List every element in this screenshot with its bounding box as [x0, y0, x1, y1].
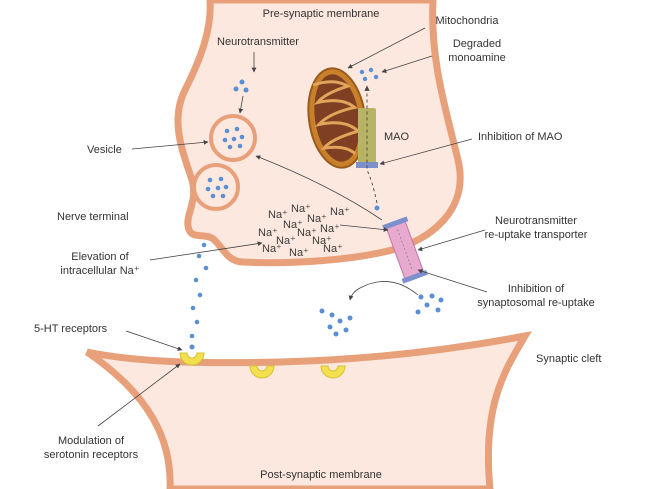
receptor-3	[320, 365, 346, 379]
vesicle-arrow	[131, 140, 209, 150]
neurotransmitter-label: Neurotransmitter	[217, 36, 299, 48]
synaptosomal-curve-arrow	[348, 281, 419, 301]
sodium-ion: Na⁺	[276, 235, 296, 247]
sodium-ion: Na⁺	[307, 213, 327, 225]
sodium-ion: Na⁺	[268, 209, 288, 221]
sodium-ion: Na⁺	[323, 243, 343, 255]
receptor-1	[179, 344, 205, 366]
receptors-arrow	[125, 330, 183, 351]
reuptake-to-vesicle-arrow	[255, 155, 383, 221]
receptors-label: 5-HT receptors	[34, 323, 108, 335]
sodium-ion: Na⁺	[291, 203, 311, 215]
neurotransmitter-arrow-2	[238, 95, 244, 114]
nerve-terminal-label: Nerve terminal	[57, 211, 129, 223]
mitochondrion	[307, 67, 367, 169]
reuptake-label-line2: re-uptake transporter	[485, 229, 588, 241]
degraded-label-line2: monoamine	[448, 52, 505, 64]
transporter-arrow	[417, 229, 486, 252]
elevation-arrow	[149, 241, 263, 261]
degraded-arrow	[381, 55, 433, 73]
sodium-ion: Na⁺	[297, 227, 317, 239]
pre-membrane-label: Pre-synaptic membrane	[263, 8, 380, 20]
vesicle-label: Vesicle	[87, 144, 122, 156]
degraded-label-line1: Degraded	[453, 38, 501, 50]
inhibition-mao-label: Inhibition of MAO	[478, 131, 563, 143]
receptor-2	[249, 365, 275, 379]
synaptosomal-label-line1: Inhibition of	[508, 283, 565, 295]
sodium-ion: Na⁺	[262, 243, 282, 255]
mitochondria-label: Mitochondria	[436, 15, 500, 27]
released-neurotransmitter-stream	[189, 242, 209, 339]
modulation-arrow	[97, 363, 181, 427]
degraded-monoamine-dots	[359, 67, 379, 82]
modulation-label-line2: serotonin receptors	[44, 449, 139, 461]
synaptosomal-label-line2: synaptosomal re-uptake	[477, 297, 594, 309]
postsynaptic-terminal	[85, 331, 532, 489]
post-membrane-label: Post-synaptic membrane	[260, 469, 382, 481]
sodium-ion: Na⁺	[283, 219, 303, 231]
modulation-label-line1: Modulation of	[58, 435, 125, 447]
sodium-ion: Na⁺	[320, 223, 340, 235]
sodium-ion: Na⁺	[258, 227, 278, 239]
cleft-label: Synaptic cleft	[536, 353, 601, 365]
reuptake-transporter	[382, 216, 428, 284]
elevation-label-line2: intracellular Na⁺	[60, 265, 139, 277]
elevation-label-line1: Elevation of	[71, 251, 129, 263]
sodium-ion: Na⁺	[330, 206, 350, 218]
cleft-neurotransmitter-right	[415, 293, 444, 315]
mitochondria-arrow	[347, 27, 426, 69]
cleft-neurotransmitter-middle	[319, 308, 353, 337]
neurotransmitter-molecules	[233, 79, 249, 93]
sodium-ions: Na⁺ Na⁺ Na⁺ Na⁺ Na⁺ Na⁺ Na⁺ Na⁺ Na⁺ Na⁺ …	[258, 203, 350, 259]
mao-arrow	[379, 138, 473, 166]
vesicle-top	[209, 114, 257, 162]
sodium-ion: Na⁺	[312, 235, 332, 247]
synaptosomal-arrow	[417, 269, 488, 293]
mao-label: MAO	[384, 131, 410, 143]
sodium-ion: Na⁺	[289, 247, 309, 259]
transporter-from-na-arrow	[339, 224, 389, 232]
vesicle-bottom	[192, 163, 240, 211]
reuptake-label-line1: Neurotransmitter	[495, 215, 577, 227]
